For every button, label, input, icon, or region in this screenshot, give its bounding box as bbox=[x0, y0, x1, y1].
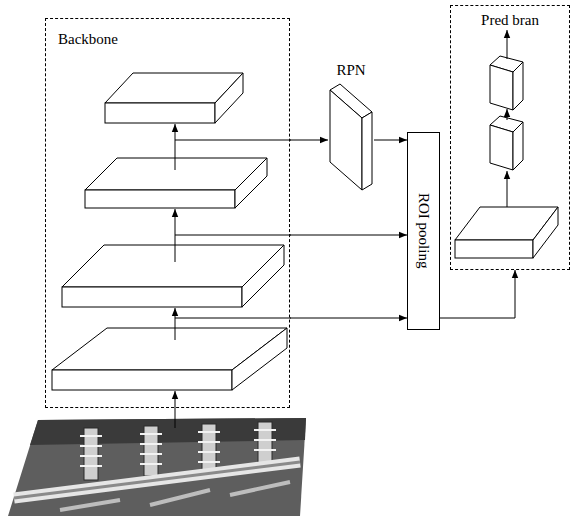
node-label: RPN bbox=[328, 62, 374, 79]
feature-map-side bbox=[235, 158, 267, 208]
feature-maps bbox=[52, 73, 287, 390]
fc-layer-side bbox=[513, 122, 523, 170]
arrow bbox=[507, 171, 508, 207]
rpn-block: RPN bbox=[328, 62, 374, 192]
slab-front bbox=[330, 90, 362, 190]
arrow bbox=[507, 30, 508, 59]
feature-map-side bbox=[242, 245, 284, 307]
feature-map-front bbox=[62, 287, 242, 307]
node-label: Pred bran bbox=[451, 12, 569, 29]
fc-layer-front bbox=[490, 65, 513, 110]
rpn-slab bbox=[328, 62, 374, 192]
feature-map-front bbox=[85, 190, 235, 208]
feature-map-side bbox=[215, 73, 243, 123]
connector-arrow bbox=[290, 318, 407, 319]
connector-arrow bbox=[290, 140, 328, 141]
tube-shade bbox=[14, 462, 300, 498]
branch-line bbox=[175, 235, 291, 236]
arrow bbox=[507, 109, 508, 120]
group-box: Pred bran bbox=[450, 5, 570, 270]
arrow bbox=[175, 391, 176, 428]
rib-lines bbox=[80, 430, 276, 466]
pooling-box: ROI pooling bbox=[407, 132, 440, 330]
feature-map-front bbox=[105, 103, 215, 123]
slab-side bbox=[362, 112, 372, 190]
fc-layer-front bbox=[490, 125, 513, 170]
branch-line bbox=[175, 318, 291, 319]
connector-arrow bbox=[440, 270, 515, 318]
connector-arrow bbox=[374, 140, 407, 141]
fc-layer-side bbox=[513, 62, 523, 110]
node-label: Backbone bbox=[58, 31, 118, 48]
photo-background bbox=[8, 418, 306, 516]
branch-line bbox=[175, 140, 291, 141]
group-box: Backbone bbox=[45, 18, 290, 408]
input-image bbox=[8, 418, 306, 516]
fc-base-side bbox=[533, 207, 558, 258]
fittings bbox=[60, 482, 290, 510]
fc-base-front bbox=[455, 240, 533, 258]
connector-arrow bbox=[290, 235, 407, 236]
pred-blocks bbox=[455, 56, 558, 258]
feature-map-side bbox=[232, 328, 287, 390]
arrow bbox=[175, 308, 176, 340]
feature-map-front bbox=[52, 370, 232, 390]
insulator-ribs bbox=[80, 430, 276, 466]
arrow bbox=[175, 124, 176, 170]
node-label: ROI pooling bbox=[415, 193, 432, 268]
tube bbox=[14, 462, 300, 498]
internal-arrows bbox=[175, 30, 507, 428]
